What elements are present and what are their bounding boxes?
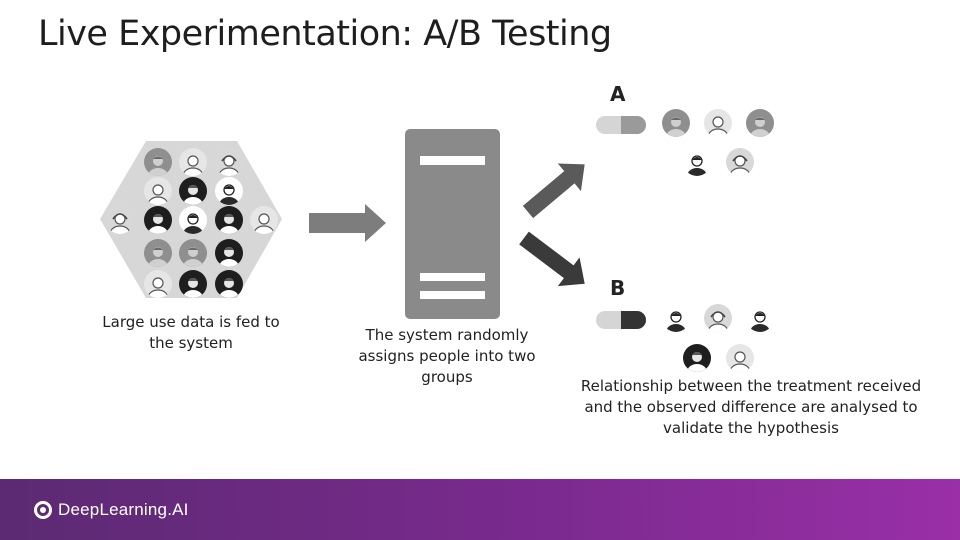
analysis-caption: Relationship between the treatment recei…	[580, 377, 922, 437]
user-avatar-icon	[662, 304, 690, 340]
pill-icon	[596, 116, 646, 134]
system-caption: The system randomly assigns people into …	[358, 326, 536, 386]
arrow-down-right-icon	[519, 231, 585, 287]
user-avatar-icon	[726, 344, 754, 380]
slide-title: Live Experimentation: A/B Testing	[38, 14, 612, 54]
user-avatar-icon	[746, 109, 774, 145]
arrow-right-icon	[309, 204, 386, 242]
ab-testing-diagram	[100, 0, 960, 480]
footer-bar	[0, 479, 960, 540]
user-avatar-icon	[683, 344, 711, 380]
deeplearning-logo-icon	[34, 501, 52, 519]
user-avatar-icon	[726, 148, 754, 184]
brand-logo: DeepLearning.AI	[34, 497, 189, 523]
server-icon	[405, 129, 500, 319]
pill-icon	[596, 311, 646, 329]
user-avatar-icon	[704, 109, 732, 145]
user-avatar-icon	[662, 109, 690, 145]
user-avatar-icon	[215, 270, 243, 306]
brand-name: DeepLearning.AI	[58, 500, 189, 519]
arrow-up-right-icon	[522, 163, 585, 219]
user-avatar-icon	[746, 304, 774, 340]
user-avatar-icon	[179, 270, 207, 306]
user-avatar-icon	[704, 304, 732, 340]
input-caption: Large use data is fed to the system	[102, 313, 280, 352]
group-b-label: B	[610, 276, 626, 300]
group-a-label: A	[610, 82, 626, 106]
user-avatar-icon	[144, 270, 172, 306]
user-avatar-icon	[683, 148, 711, 184]
